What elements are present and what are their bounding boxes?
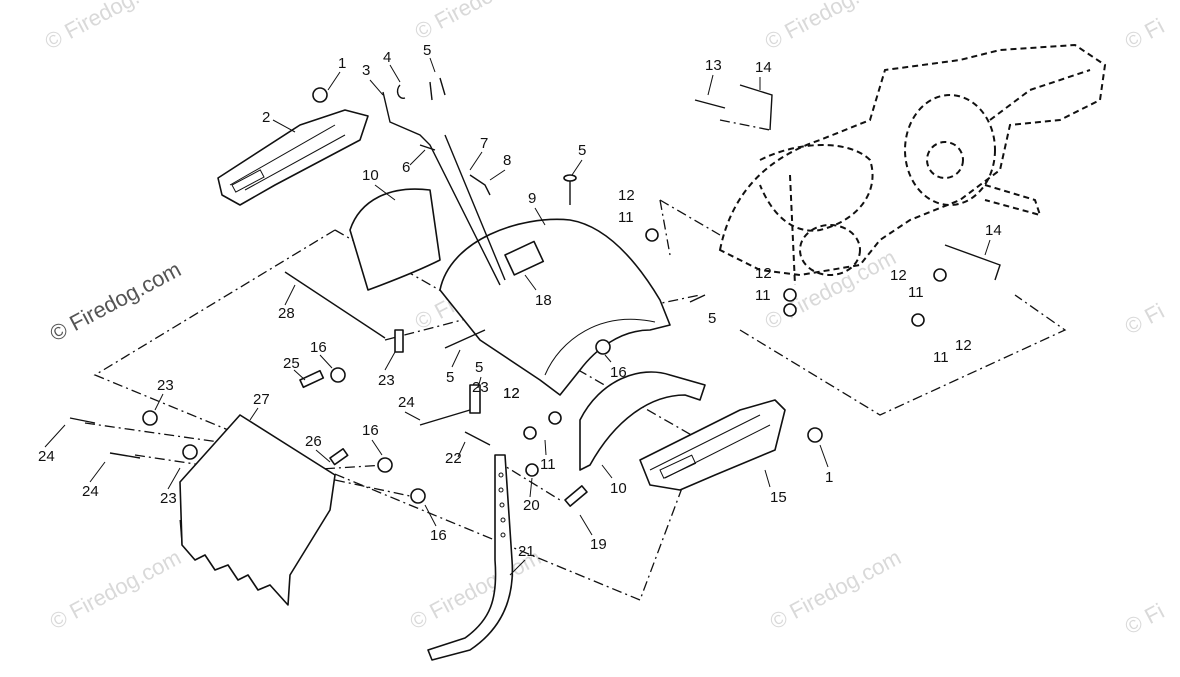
part-number-label: 14 (755, 59, 772, 76)
part-number-label: 5 (423, 42, 431, 59)
part-number-label: 12 (503, 385, 520, 402)
part-number-label: 11 (540, 456, 556, 473)
leader-lines (44, 57, 991, 576)
part-number-label: 12 (890, 267, 907, 284)
part-number-label: 16 (310, 339, 327, 356)
part-number-label: 12 (955, 337, 972, 354)
part-number-label: 9 (528, 190, 536, 207)
part-number-label: 16 (610, 364, 627, 381)
part-number-label: 12 (755, 265, 772, 282)
part-number-label: 14 (985, 222, 1002, 239)
watermark: © Firedog.com (41, 0, 180, 54)
part-number-label: 22 (445, 450, 462, 467)
depth-bar (427, 454, 514, 661)
watermark: © Firedog.com (761, 0, 900, 54)
watermark: © Firedog.com (761, 244, 900, 334)
part-number-label: 2 (262, 109, 270, 126)
part-number-labels: 1 2 3 4 5 5 6 7 8 9 10 5 12 11 13 14 12 … (38, 42, 1002, 560)
part-number-label: 27 (253, 391, 270, 408)
watermark: © Fi (1121, 13, 1169, 54)
watermark: © Fi (1121, 298, 1169, 339)
part-number-label: 13 (705, 57, 722, 74)
tiller-frame-hidden (718, 43, 1107, 286)
part-number-label: 8 (503, 152, 511, 169)
part-number-label: 23 (378, 372, 395, 389)
part-number-label: 11 (618, 209, 634, 226)
tail-flap (179, 414, 336, 606)
part-number-label: 28 (278, 305, 295, 322)
part-number-label: 10 (362, 167, 379, 184)
part-number-label: 26 (305, 433, 322, 450)
part-number-label: 11 (755, 287, 771, 304)
part-number-label: 1 (338, 55, 346, 72)
part-number-label: 25 (283, 355, 300, 372)
part-number-label: 7 (480, 135, 488, 152)
part-number-label: 12 (503, 385, 520, 402)
watermark-main: © Firedog.com (46, 256, 185, 346)
hardware (69, 84, 1001, 507)
part-number-label: 12 (618, 187, 635, 204)
shift-linkage (382, 77, 506, 286)
shield-left (217, 109, 369, 206)
watermark: © Firedog.com (766, 544, 905, 634)
shield-right (639, 399, 786, 491)
part-number-label: 19 (590, 536, 607, 553)
part-number-label: 23 (160, 490, 177, 507)
part-number-label: 23 (472, 379, 489, 396)
part-number-label: 3 (362, 62, 370, 79)
part-number-label: 6 (402, 159, 410, 176)
part-number-label: 5 (446, 369, 454, 386)
part-number-label: 5 (475, 359, 483, 376)
part-number-label: 1 (825, 469, 833, 486)
part-number-label: 24 (398, 394, 415, 411)
deflector-lower (579, 371, 706, 471)
part-number-label: 21 (518, 543, 535, 560)
part-number-label: 23 (157, 377, 174, 394)
part-number-label: 24 (82, 483, 99, 500)
deflector-upper (349, 188, 441, 291)
part-number-label: 24 (38, 448, 55, 465)
part-number-label: 16 (362, 422, 379, 439)
part-number-label: 5 (708, 310, 716, 327)
part-number-label: 10 (610, 480, 627, 497)
part-number-label: 16 (430, 527, 447, 544)
assembly-lines (84, 119, 1067, 601)
rod (284, 271, 386, 339)
part-number-label: 11 (908, 284, 924, 301)
watermark: © Firedo (411, 0, 498, 44)
part-number-label: 18 (535, 292, 552, 309)
watermark: © Fi (1121, 598, 1169, 639)
part-number-label: 11 (933, 349, 949, 366)
watermark: © Firedog.com (46, 544, 185, 634)
part-number-label: 20 (523, 497, 540, 514)
part-number-label: 15 (770, 489, 787, 506)
part-number-label: 4 (383, 49, 391, 66)
part-number-label: 5 (578, 142, 586, 159)
